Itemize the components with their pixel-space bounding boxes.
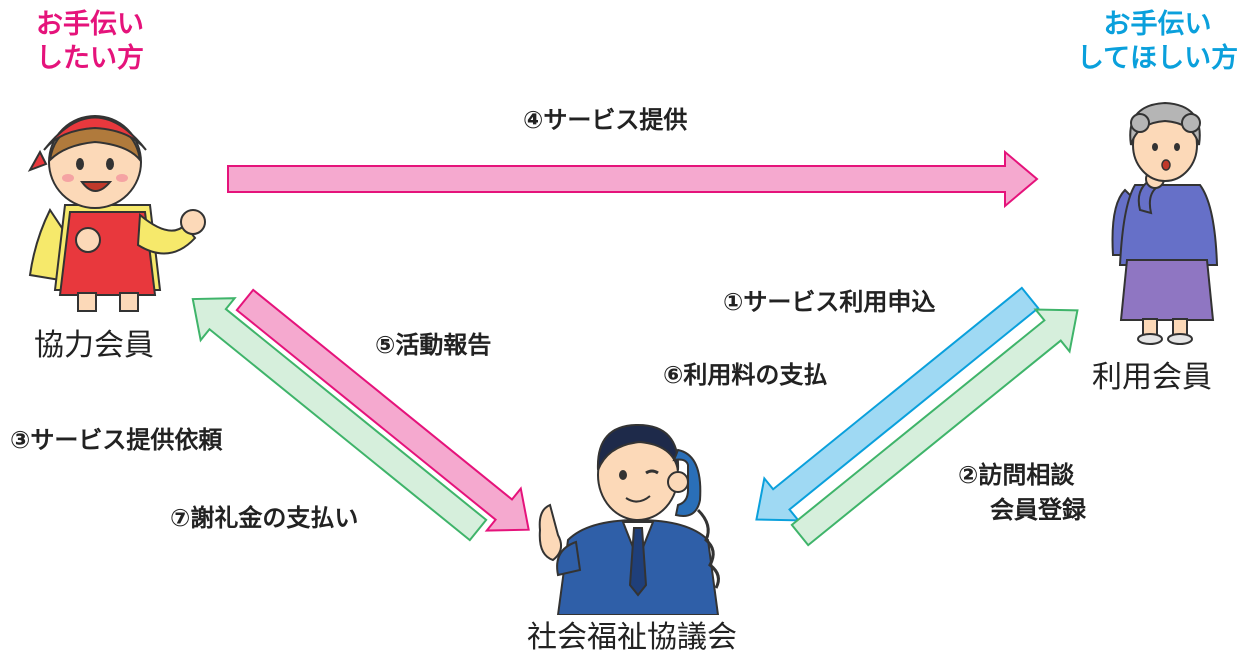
staff-man-phone-icon bbox=[538, 423, 720, 615]
arrow-service-application bbox=[755, 286, 1040, 522]
arrow-activity-report bbox=[235, 288, 530, 532]
helper-role-label: 協力会員 bbox=[34, 328, 154, 363]
helper-woman-icon bbox=[27, 115, 206, 312]
step-4-label: ④サービス提供 bbox=[523, 106, 688, 134]
arrow-service-provision bbox=[227, 149, 1039, 209]
step-3-label: ③サービス提供依頼 bbox=[10, 426, 223, 454]
step-2-label-line2: 会員登録 bbox=[990, 496, 1086, 524]
arrow-visit-registration bbox=[790, 308, 1079, 547]
council-role-label: 社会福祉協議会 bbox=[527, 620, 737, 655]
user-role-label: 利用会員 bbox=[1092, 360, 1212, 395]
step-6-label: ⑥利用料の支払 bbox=[663, 361, 828, 389]
helper-heading-line1: お手伝い bbox=[36, 9, 144, 40]
user-heading: お手伝い してほしい方 bbox=[1075, 8, 1240, 76]
user-heading-line2: してほしい方 bbox=[1076, 43, 1239, 74]
helper-heading: お手伝い したい方 bbox=[36, 8, 144, 76]
step-1-label: ①サービス利用申込 bbox=[723, 288, 936, 316]
step-2-label-line1: ②訪問相談 bbox=[958, 461, 1075, 489]
elderly-woman-icon bbox=[1111, 101, 1219, 345]
helper-heading-line2: したい方 bbox=[36, 43, 144, 74]
arrow-service-request-fee bbox=[191, 297, 488, 542]
user-heading-line1: お手伝い bbox=[1103, 9, 1212, 40]
step-5-label: ⑤活動報告 bbox=[375, 331, 492, 359]
step-7-label: ⑦謝礼金の支払い bbox=[170, 504, 359, 532]
